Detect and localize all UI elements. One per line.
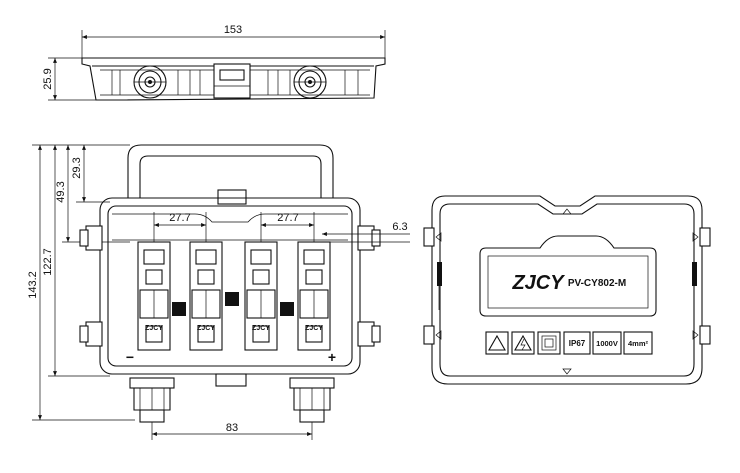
module-mark: ZJCY [252,325,270,332]
terminal-module [189,241,223,351]
top-view: 153 25.9 [42,24,386,101]
class-ii-badge [537,331,561,355]
cable-size-badge [623,331,653,355]
module-mark: ZJCY [197,325,215,332]
warning-badge [485,331,509,355]
cover-view: ZJCY PV-CY802-M IP67 1000V 4mm² [423,195,711,385]
model-number: PV-CY802-M [568,278,626,289]
ip-rating-badge [563,331,591,355]
dim-gland-spacing: 83 [226,422,238,434]
gland-left [129,377,175,423]
dim-top-width: 153 [224,24,242,36]
ip-rating: IP67 [569,339,586,348]
dim-pitch-right: 27.7 [277,212,298,224]
high-voltage-icon [514,334,532,351]
dim-body-height: 122.7 [42,248,54,276]
warning-badge [511,331,535,355]
cable-size: 4mm² [628,339,649,348]
front-view: 143.2 122.7 49.3 29.3 [27,144,410,440]
dim-overall-height: 143.2 [27,271,39,299]
dim-handle-top: 29.3 [71,157,83,178]
terminal-module [137,241,171,351]
voltage-badge [592,331,622,355]
module-mark: ZJCY [145,325,163,332]
double-square-icon [541,335,557,351]
warning-icon [488,334,506,351]
gland-left-end [133,65,167,99]
carry-handle [127,144,334,198]
bypass-diode [280,302,294,316]
gland-right-end [293,65,327,99]
minus-polarity: − [126,349,134,365]
brand-logo: ZJCY [511,272,565,294]
dim-pin-offset: 6.3 [392,221,407,233]
bypass-diode [172,302,186,316]
bypass-diode [225,292,239,306]
dim-top-height: 25.9 [42,68,54,89]
voltage-rating: 1000V [596,339,618,348]
top-view-outline [81,57,386,101]
terminal-module [297,241,331,351]
dim-pitch-left: 27.7 [169,212,190,224]
gland-right [289,377,335,423]
plus-polarity: + [328,349,336,365]
label-plate [479,235,657,317]
module-mark: ZJCY [305,325,323,332]
dim-handle-height: 49.3 [55,181,67,202]
terminal-module [244,241,278,351]
cover-outline [431,195,703,385]
